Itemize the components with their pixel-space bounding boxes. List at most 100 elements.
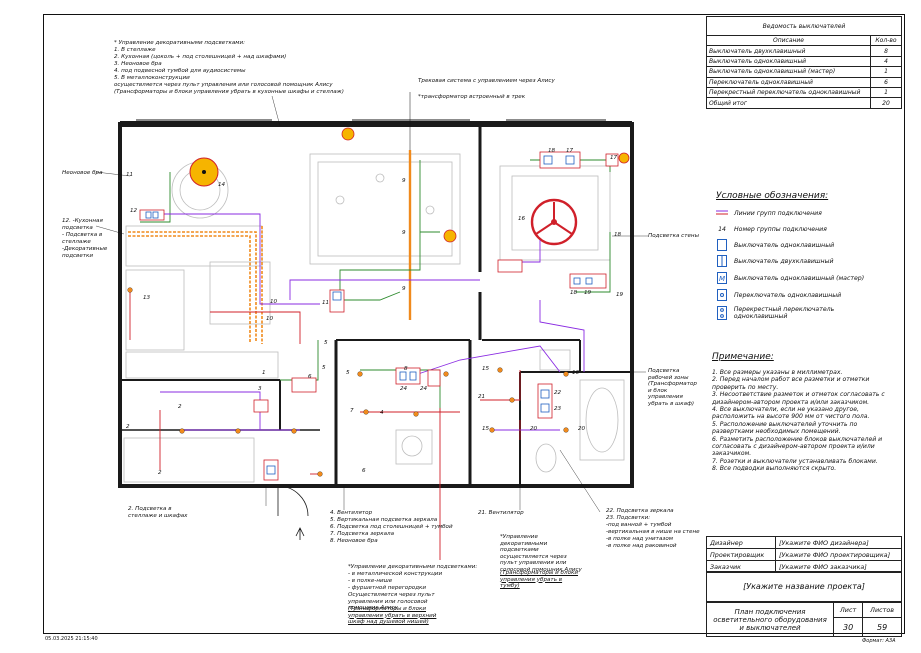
svg-text:M: M xyxy=(719,275,725,283)
plan-group-number: 2 xyxy=(178,404,182,410)
leader-lines xyxy=(95,95,648,513)
annotation-shelf-light: 2. Подсветка в стеллаже и шкафах xyxy=(128,506,188,519)
annotation-bath-legend-line: 5. Вертикальная подсветка зеркала xyxy=(330,517,438,523)
designer-label: Дизайнер xyxy=(706,536,776,549)
annotation-center-line: (Трансформаторы и блоки управления убрат… xyxy=(348,606,437,626)
legend-item: Выключатель одноклавишный xyxy=(716,239,835,251)
kitchen-light-contour xyxy=(128,226,263,344)
title-block-sheet: План подключения осветительного оборудов… xyxy=(706,602,902,637)
annotation-bath2-legend-line: 22. Подсветка зеркала xyxy=(606,508,674,514)
legend-item: 14 Номер группы подключения xyxy=(716,224,827,234)
plan-group-number: 5 xyxy=(346,370,350,376)
spec-qty: 8 xyxy=(870,45,902,57)
annotation-bath2-legend-line: -в полке над унитазом xyxy=(606,536,673,542)
project-name: [Укажите название проекта] xyxy=(706,571,902,602)
plan-group-number: 11 xyxy=(126,172,134,178)
designer-value: [Укажите ФИО дизайнера] xyxy=(775,536,902,549)
plan-group-number: 18 xyxy=(614,232,622,238)
note-item: 2. Перед началом работ все разметки и от… xyxy=(712,376,870,391)
entrance-arrow-icon xyxy=(295,527,305,540)
annotation-top-line: (Трансформаторы и блоки управления убрат… xyxy=(114,89,344,95)
note-item: 3. Несоответствие разметок и отметок сог… xyxy=(712,391,885,406)
plan-group-number: 17 xyxy=(610,155,618,161)
switch-double-icon xyxy=(716,255,728,267)
planner-label: Проектировщик xyxy=(706,548,776,561)
plan-group-number: 20 xyxy=(530,426,538,432)
customer-label: Заказчик xyxy=(706,560,776,573)
annotation-top-line: 4. под подвесной тумбой для аудиосистемы xyxy=(114,68,246,74)
plan-group-number: 15 xyxy=(482,426,490,432)
spec-desc: Переключатель одноклавишный xyxy=(706,76,871,88)
group-number-icon: 14 xyxy=(718,225,726,233)
line-icon xyxy=(716,208,728,218)
legend-label: Номер группы подключения xyxy=(734,225,827,233)
legend-label: Перекрестный переключатель одноклавишный xyxy=(733,306,835,320)
spec-desc: Общий итог xyxy=(706,97,871,109)
plan-group-number: 15 xyxy=(482,366,490,372)
annotation-bath2-legend-line: -вертикальная в нише на стене xyxy=(606,529,700,535)
note-item: 8. Все подводки выполняются скрыто. xyxy=(712,465,837,473)
planner-value: [Укажите ФИО проектировщика] xyxy=(775,548,902,561)
plan-group-number: 17 xyxy=(566,148,574,154)
plan-group-number: 24 xyxy=(420,386,428,392)
list-value: 30 xyxy=(832,617,864,637)
notes-list: 1. Все размеры указаны в миллиметрах. 2.… xyxy=(712,369,896,473)
annotation-top-line: осуществляется через пульт управления ил… xyxy=(114,82,333,88)
plan-group-number: 18 xyxy=(570,290,578,296)
plan-group-number: 7 xyxy=(350,408,354,414)
plan-group-number: 19 xyxy=(616,292,624,298)
note-item: 1. Все размеры указаны в миллиметрах. xyxy=(712,369,843,376)
annotation-right-note: *Управление декоративными подсветками ос… xyxy=(500,534,582,573)
legend-label: Выключатель одноклавишный xyxy=(734,241,835,249)
spec-desc: Выключатель одноклавишный xyxy=(706,55,871,68)
legend-label: Переключатель одноклавишный xyxy=(734,291,842,299)
annotation-kitchen-line: - Подсветка в стеллаже xyxy=(62,232,103,245)
spec-col-desc: Описание xyxy=(706,34,871,47)
lists-label: Листов xyxy=(862,602,902,618)
annotation-bath-legend-line: 6. Подсветка под столешницей + тумбой xyxy=(330,524,453,530)
plan-group-number: 21 xyxy=(478,394,486,400)
spec-title: Ведомость выключателей xyxy=(706,16,902,36)
legend-item: M Выключатель одноклавишный (мастер) xyxy=(716,272,864,284)
sheet-format: Формат: А3А xyxy=(862,638,896,644)
annotation-fan: 21. Вентилятор xyxy=(478,510,524,516)
plan-group-number: 2 xyxy=(126,424,130,430)
plan-group-number: 16 xyxy=(572,370,580,376)
light-fixtures xyxy=(189,127,630,246)
spec-desc: Выключатель двухклавишный xyxy=(706,45,871,57)
legend-title: Условные обозначения: xyxy=(716,191,829,201)
annotation-bath2-legend-line: -под ванной + тумбой xyxy=(606,522,672,528)
note-item: 4. Все выключатели, если не указано друг… xyxy=(712,406,870,421)
plan-group-number: 9 xyxy=(402,286,406,292)
plan-group-number: 9 xyxy=(402,230,406,236)
switch-spec-table: Ведомость выключателей Описание Кол-во В… xyxy=(706,16,902,109)
sheet-frame xyxy=(43,14,905,634)
spec-col-qty: Кол-во xyxy=(870,34,902,47)
legend-item: Выключатель двухклавишный xyxy=(716,255,833,267)
spec-qty: 1 xyxy=(870,86,902,99)
annotation-bath-legend-line: 8. Неоновое бра xyxy=(330,538,378,544)
annotation-center-line: - в полке-нише xyxy=(348,578,393,584)
plan-group-number: 4 xyxy=(380,410,384,416)
spot-lights xyxy=(127,287,569,477)
notes-title: Примечание: xyxy=(712,352,774,362)
switch-single-icon xyxy=(716,239,728,251)
plan-group-number: 6 xyxy=(308,374,312,380)
annotation-center-line: - фуршетной перегородки xyxy=(348,585,427,591)
spec-qty: 6 xyxy=(870,76,902,88)
spec-qty: 4 xyxy=(870,55,902,68)
annotation-bath-legend-line: 7. Подсветка зеркала xyxy=(330,531,395,537)
plan-group-number: 9 xyxy=(402,178,406,184)
spec-qty: 20 xyxy=(870,97,902,109)
legend-item: Переключатель одноклавишный xyxy=(716,289,842,301)
table-row: Перекрестный переключатель одноклавишный… xyxy=(706,86,902,99)
annotation-top-line: 2. Кухонная (цоколь + под столешницей + … xyxy=(114,54,287,60)
annotation-top-line: 1. В стеллаже xyxy=(114,47,156,53)
note-item: 7. Розетки и выключатели устанавливать б… xyxy=(712,457,878,465)
plan-group-number: 23 xyxy=(554,406,562,412)
annotation-center-line: - в металлической конструкции xyxy=(348,571,443,577)
annotation-top-title: * Управление декоративными подсветками: xyxy=(114,40,245,46)
